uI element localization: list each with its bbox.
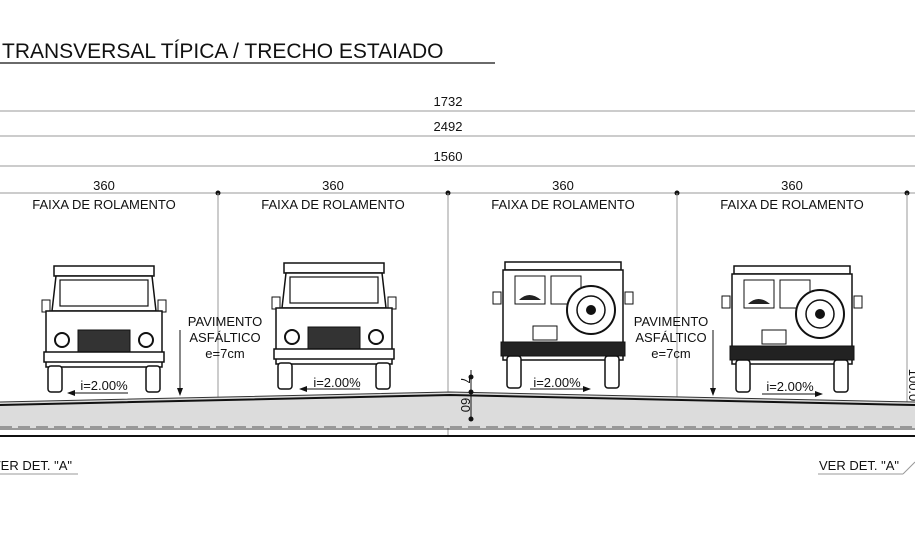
pavement-note-1-line2: ASFÁLTICO	[189, 330, 260, 345]
deck-slab	[0, 392, 915, 428]
lane-2-width: 360	[322, 178, 344, 193]
pavement-note-2-line1: PAVIMENTO	[634, 314, 708, 329]
lane-4-slope: i=2.00%	[766, 379, 814, 394]
lane-1-label: FAIXA DE ROLAMENTO	[32, 197, 176, 212]
lane-1-slope: i=2.00%	[80, 378, 128, 393]
vehicle-front-view	[41, 265, 167, 393]
pavement-note-1-line1: PAVIMENTO	[188, 314, 262, 329]
lane-3-width: 360	[552, 178, 574, 193]
detail-ref-right: VER DET. "A"	[819, 458, 899, 473]
lane-2-label: FAIXA DE ROLAMENTO	[261, 197, 405, 212]
lane-4-width: 360	[781, 178, 803, 193]
lane-3-slope: i=2.00%	[533, 375, 581, 390]
dimension-1560: 1560	[434, 149, 463, 164]
dimension-2492: 2492	[434, 119, 463, 134]
vehicle-front-view	[271, 262, 397, 390]
vehicle-rear-view	[492, 261, 634, 389]
lane-3-label: FAIXA DE ROLAMENTO	[491, 197, 635, 212]
vehicle-rear-view	[721, 265, 863, 393]
lane-4-label: FAIXA DE ROLAMENTO	[720, 197, 864, 212]
pavement-note-1-line3: e=7cm	[205, 346, 244, 361]
dimension-1732: 1732	[434, 94, 463, 109]
lane-2-slope: i=2.00%	[313, 375, 361, 390]
pavement-top	[0, 391, 915, 403]
lane-1-width: 360	[93, 178, 115, 193]
detail-leader	[902, 461, 915, 475]
drawing-title: TRANSVERSAL TÍPICA / TRECHO ESTAIADO	[2, 40, 444, 63]
edge-dimension: 100.0	[906, 369, 915, 402]
pavement-bottom	[0, 393, 915, 406]
detail-ref-left: VER DET. "A"	[0, 458, 72, 473]
slab-thickness-dim: 60	[458, 398, 473, 412]
pavement-thickness-dim: 7	[458, 376, 473, 383]
pavement-note-2-line2: ASFÁLTICO	[635, 330, 706, 345]
pavement-note-2-line3: e=7cm	[651, 346, 690, 361]
